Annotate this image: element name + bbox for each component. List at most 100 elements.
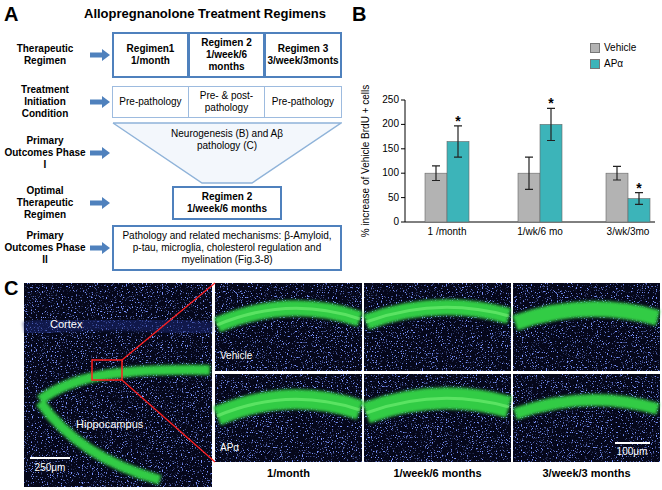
- scale-label: 100μm: [617, 446, 648, 458]
- panel-letter: A: [4, 2, 18, 26]
- funnel-text-area: Neurogenesis (B) and Aβ pathology (C): [162, 128, 292, 152]
- error-bar: [432, 166, 440, 181]
- condition-box: Pre-pathology: [112, 86, 189, 118]
- dapi-speckle: [364, 283, 511, 371]
- legend-entry: APα: [590, 58, 623, 70]
- band: [217, 308, 360, 325]
- micrograph-ground: [513, 374, 660, 462]
- category-label: 3/wk/3mo: [607, 226, 650, 238]
- node-text: 3/week/3monts: [267, 55, 338, 67]
- regimen-box: Regimen 21/week/6 months: [188, 32, 265, 78]
- node-heading: Regimen 2: [202, 191, 253, 203]
- node-text: 1/week/6 months: [187, 203, 267, 215]
- tick: [401, 148, 405, 149]
- error-bar: [547, 108, 555, 140]
- micrographs: [24, 283, 660, 487]
- panel-letter: B: [352, 2, 366, 26]
- scale-label: 250μm: [35, 462, 66, 474]
- tick-label: 0: [393, 216, 399, 228]
- column-label: 1/month: [267, 467, 310, 480]
- band: [40, 370, 210, 400]
- tick-label: 100: [382, 167, 399, 179]
- funnel-path: [113, 123, 341, 183]
- node-heading: Neurogenesis (B) and Aβ pathology (C): [162, 128, 292, 152]
- tick-marks: [401, 100, 405, 222]
- figure-title: Allopregnanolone Treatment Regimens: [84, 6, 326, 22]
- band-highlights: [217, 307, 509, 416]
- band: [515, 309, 658, 323]
- significance-mark: *: [548, 96, 553, 113]
- outcome-box: Pathology and related mechanisms: β-Amyl…: [112, 225, 342, 271]
- row-label: Treatment Initiation Condition: [2, 84, 88, 120]
- node-text: 1/month: [131, 55, 170, 67]
- tick-label: 150: [382, 143, 399, 155]
- error-bar: [525, 157, 533, 189]
- column-label: 1/week/6 months: [393, 467, 481, 480]
- band: [515, 400, 658, 414]
- region-label: Hippocampus: [76, 418, 143, 431]
- regimen-box: Regimen11/month: [112, 32, 189, 78]
- condition-box: Pre- & post-pathology: [188, 86, 265, 118]
- micrograph-ground: [364, 374, 511, 462]
- error-bar: [454, 126, 462, 157]
- significance-mark: *: [455, 113, 460, 130]
- row-label: Therapeutic Regimen: [2, 43, 88, 67]
- micrograph-ground: [215, 374, 362, 462]
- brdu-bands: [217, 307, 658, 416]
- row-label: Primary Outcomes Phase II: [2, 230, 88, 266]
- legend-swatch: [590, 43, 600, 53]
- tick: [401, 124, 405, 125]
- scale-bar: [615, 442, 650, 444]
- band-highlight: [366, 307, 509, 322]
- band-highlight: [217, 308, 360, 325]
- dapi-speckle: [513, 374, 660, 462]
- dapi-speckle: [364, 374, 511, 462]
- node-heading: Pathology and related mechanisms: β-Amyl…: [119, 230, 335, 266]
- y-axis: [405, 100, 406, 222]
- row-label: Optimal Therapeutic Regimen: [2, 185, 88, 221]
- row-arrow: [90, 197, 110, 209]
- tick-label: 250: [382, 94, 399, 106]
- zoom-box: [92, 360, 122, 380]
- column-label: 3/week/3 months: [542, 467, 630, 480]
- panel-letter: C: [4, 276, 18, 300]
- node-heading: Pre-pathology: [272, 96, 334, 108]
- node-heading: Pre-pathology: [119, 96, 181, 108]
- row-arrow: [90, 147, 110, 159]
- axis-title: % increase of Vehicle BrdU + cells: [360, 85, 372, 238]
- tick-label: 200: [382, 118, 399, 130]
- micrograph-ground: [24, 283, 212, 487]
- condition-box: Pre-pathology: [264, 86, 342, 118]
- row-arrow: [90, 49, 110, 61]
- node-heading: Regimen1: [127, 43, 175, 55]
- hippocampal-band: [40, 370, 210, 480]
- node-heading: Pre- & post-pathology: [192, 90, 261, 114]
- tick: [401, 100, 405, 101]
- band-highlight: [366, 398, 509, 413]
- region-label: Cortex: [50, 318, 82, 331]
- node-heading: Regimen 2: [201, 37, 252, 49]
- band-highlight: [217, 399, 360, 416]
- category-label: 1 /month: [428, 226, 467, 238]
- micrograph-ground: [364, 283, 511, 371]
- dapi-speckle: [215, 283, 362, 371]
- row-arrows: [90, 49, 110, 254]
- bars: [425, 124, 650, 222]
- row-arrow: [90, 96, 110, 108]
- scale-bar: [30, 457, 70, 459]
- legend-entry: Vehicle: [590, 42, 636, 54]
- regimen-box: Regimen 21/week/6 months: [172, 186, 282, 220]
- error-bar: [613, 166, 621, 180]
- dapi-speckle: [513, 283, 660, 371]
- tick-label: 50: [388, 192, 399, 204]
- significance-mark: *: [636, 180, 641, 197]
- row-label: APα: [220, 442, 239, 454]
- node-heading: Regimen 3: [278, 43, 329, 55]
- zoom-line: [122, 283, 215, 360]
- legend-label: Vehicle: [604, 42, 636, 54]
- band: [366, 398, 509, 413]
- bar-chart: [401, 100, 655, 222]
- legend-label: APα: [604, 58, 623, 70]
- micrograph-ground: [513, 283, 660, 371]
- error-bars: [432, 108, 643, 204]
